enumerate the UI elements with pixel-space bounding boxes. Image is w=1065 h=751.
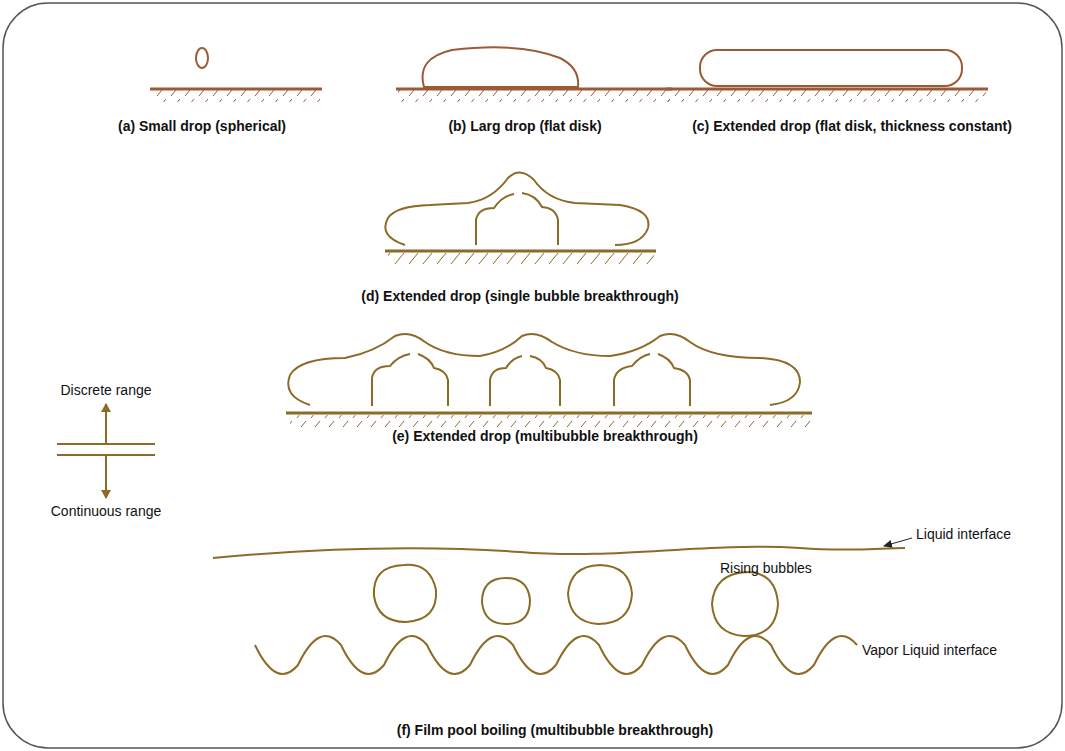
range-label: Discrete range <box>60 382 151 399</box>
figure-caption: (d) Extended drop (single bubble breakth… <box>361 288 678 305</box>
range-label: Continuous range <box>51 503 162 520</box>
frame <box>3 3 1062 748</box>
figure-caption: (f) Film pool boiling (multibubble break… <box>397 722 714 739</box>
single-bubble-drop <box>385 172 656 265</box>
film-boiling <box>213 547 905 674</box>
figure-caption: (a) Small drop (spherical) <box>118 118 286 135</box>
callout-label: Vapor Liquid interface <box>862 642 997 659</box>
large-drop <box>396 47 672 102</box>
small-drop <box>150 48 322 102</box>
figure-caption: (e) Extended drop (multibubble breakthro… <box>392 428 698 445</box>
range-marker <box>57 404 155 498</box>
extended-drop <box>666 50 988 102</box>
figure-caption: (c) Extended drop (flat disk, thickness … <box>692 118 1012 135</box>
figure-caption: (b) Larg drop (flat disk) <box>448 118 601 135</box>
leader-line <box>884 538 912 546</box>
multibubble-drop <box>286 334 812 427</box>
callout-label: Liquid interface <box>916 526 1011 543</box>
callout-label: Rising bubbles <box>720 560 812 577</box>
